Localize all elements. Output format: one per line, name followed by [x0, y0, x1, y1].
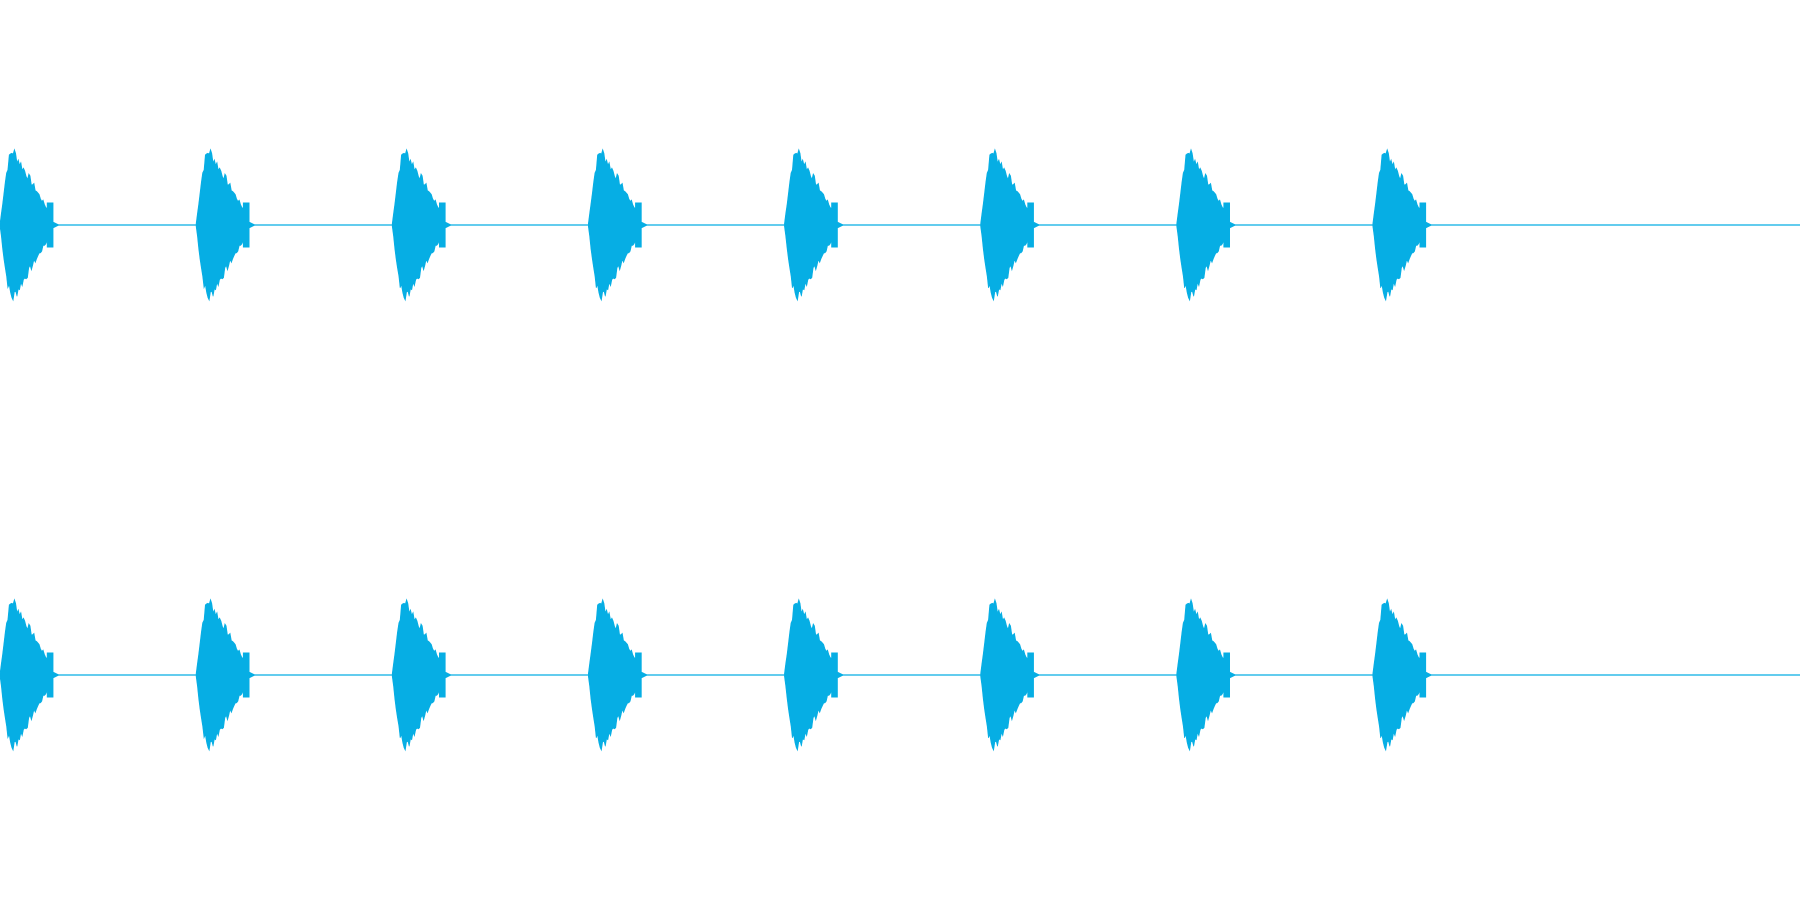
waveform-burst: [587, 148, 649, 302]
waveform-burst: [1176, 148, 1237, 302]
waveform-burst: [980, 598, 1041, 752]
waveform-channel-2: [0, 598, 1800, 752]
waveform-burst: [1372, 148, 1433, 302]
waveform-burst: [0, 598, 60, 752]
waveform-burst: [391, 148, 452, 302]
waveform-burst: [0, 148, 60, 302]
waveform-burst: [784, 598, 845, 752]
waveform-burst: [1372, 598, 1433, 752]
waveform-burst: [1176, 598, 1237, 752]
waveform-burst: [195, 148, 256, 302]
waveform-burst: [195, 598, 256, 752]
waveform-channel-1: [0, 148, 1800, 302]
waveform-burst: [980, 148, 1041, 302]
waveform-burst: [587, 598, 649, 752]
waveform-burst: [391, 598, 452, 752]
waveform-burst: [784, 148, 845, 302]
